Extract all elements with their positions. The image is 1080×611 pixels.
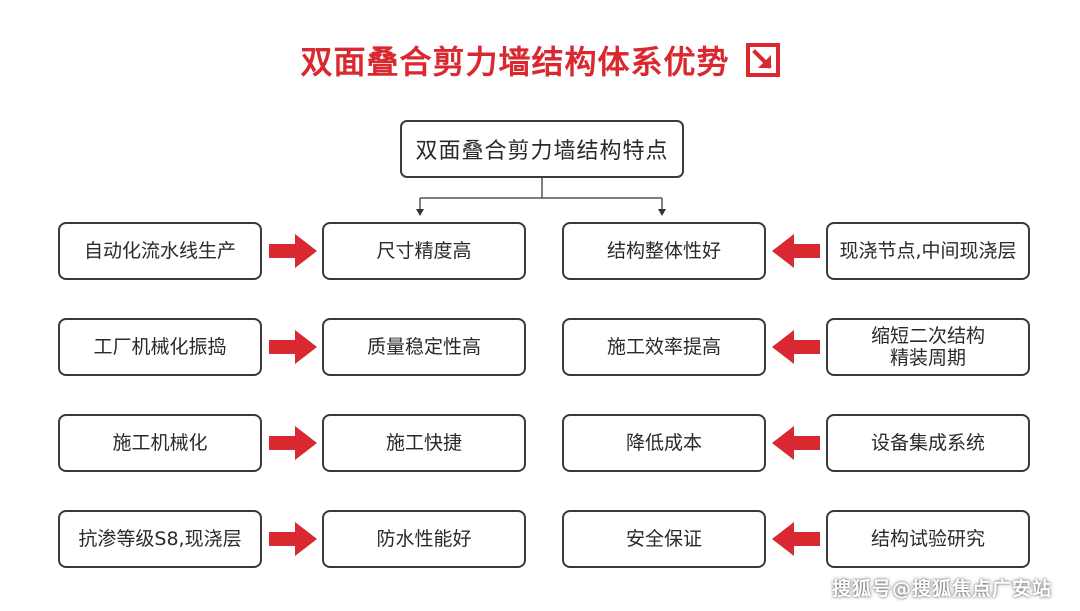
node-label: 防水性能好 — [376, 528, 471, 550]
red-arrow-icon — [269, 234, 317, 268]
node-label: 设备集成系统 — [871, 432, 985, 454]
node-label: 缩短二次结构精装周期 — [871, 325, 985, 369]
node-left-effect: 质量稳定性高 — [322, 318, 526, 376]
connector-left-arrowhead — [416, 209, 424, 216]
node-label: 自动化流水线生产 — [84, 240, 236, 262]
node-label-line: 自动化流水线生产 — [83, 240, 236, 262]
node-label-line: 尺寸精度高 — [376, 240, 472, 262]
node-left-cause: 抗渗等级S8,现浇层 — [58, 510, 262, 568]
node-label-line: 缩短二次结构 — [870, 325, 985, 347]
node-right-cause: 缩短二次结构精装周期 — [826, 318, 1030, 376]
node-label-line: 降低成本 — [625, 432, 702, 454]
page-title: 双面叠合剪力墙结构体系优势 — [300, 43, 730, 81]
red-arrow-icon — [269, 426, 317, 460]
node-left-effect: 防水性能好 — [322, 510, 526, 568]
title-bar: 双面叠合剪力墙结构体系优势 — [0, 34, 1080, 86]
node-label: 降低成本 — [626, 432, 702, 454]
node-label-line: 防水性能好 — [376, 528, 472, 550]
watermark: 搜狐号@搜狐焦点广安站 — [831, 578, 1052, 600]
node-label: 施工效率提高 — [607, 336, 721, 358]
node-right-effect: 降低成本 — [562, 414, 766, 472]
root-node: 双面叠合剪力墙结构特点 — [400, 120, 684, 178]
node-label-line: 抗渗等级S8,现浇层 — [78, 528, 242, 550]
node-label: 结构整体性好 — [607, 240, 721, 262]
node-label-line: 结构试验研究 — [870, 528, 985, 550]
node-right-effect: 结构整体性好 — [562, 222, 766, 280]
node-right-effect: 施工效率提高 — [562, 318, 766, 376]
node-label-line: 施工机械化 — [112, 432, 208, 454]
node-label-line: 结构整体性好 — [606, 240, 721, 262]
node-label-line: 现浇节点,中间现浇层 — [839, 240, 1017, 262]
node-right-effect: 安全保证 — [562, 510, 766, 568]
node-left-cause: 工厂机械化振捣 — [58, 318, 262, 376]
node-label: 施工机械化 — [112, 432, 207, 454]
node-right-cause: 现浇节点,中间现浇层 — [826, 222, 1030, 280]
node-left-effect: 施工快捷 — [322, 414, 526, 472]
node-right-cause: 设备集成系统 — [826, 414, 1030, 472]
red-arrow-icon — [772, 234, 820, 268]
node-label: 施工快捷 — [386, 432, 462, 454]
red-arrow-icon — [269, 522, 317, 556]
node-label-line: 工厂机械化振捣 — [93, 336, 227, 358]
red-arrow-icon — [772, 522, 820, 556]
connector-right-arrowhead — [658, 209, 666, 216]
node-left-cause: 自动化流水线生产 — [58, 222, 262, 280]
root-connector — [416, 178, 666, 216]
node-label-line: 施工快捷 — [385, 432, 462, 454]
red-arrow-icon — [269, 330, 317, 364]
node-label: 尺寸精度高 — [376, 240, 471, 262]
node-right-cause: 结构试验研究 — [826, 510, 1030, 568]
node-label: 工厂机械化振捣 — [93, 336, 226, 358]
node-label: 抗渗等级S8,现浇层 — [78, 528, 241, 550]
diagonal-arrow-down-right-icon — [745, 43, 780, 77]
red-arrow-icon — [772, 426, 820, 460]
red-arrow-icon — [772, 330, 820, 364]
node-left-cause: 施工机械化 — [58, 414, 262, 472]
node-label-line: 施工效率提高 — [606, 336, 721, 358]
node-label: 现浇节点,中间现浇层 — [839, 240, 1016, 262]
node-label: 安全保证 — [626, 528, 702, 550]
node-label-line: 安全保证 — [625, 528, 702, 550]
node-label: 结构试验研究 — [871, 528, 985, 550]
node-left-effect: 尺寸精度高 — [322, 222, 526, 280]
node-label: 质量稳定性高 — [367, 336, 481, 358]
node-label-line: 设备集成系统 — [870, 432, 985, 454]
node-label-line: 质量稳定性高 — [366, 336, 481, 358]
node-label-line: 精装周期 — [889, 347, 966, 369]
